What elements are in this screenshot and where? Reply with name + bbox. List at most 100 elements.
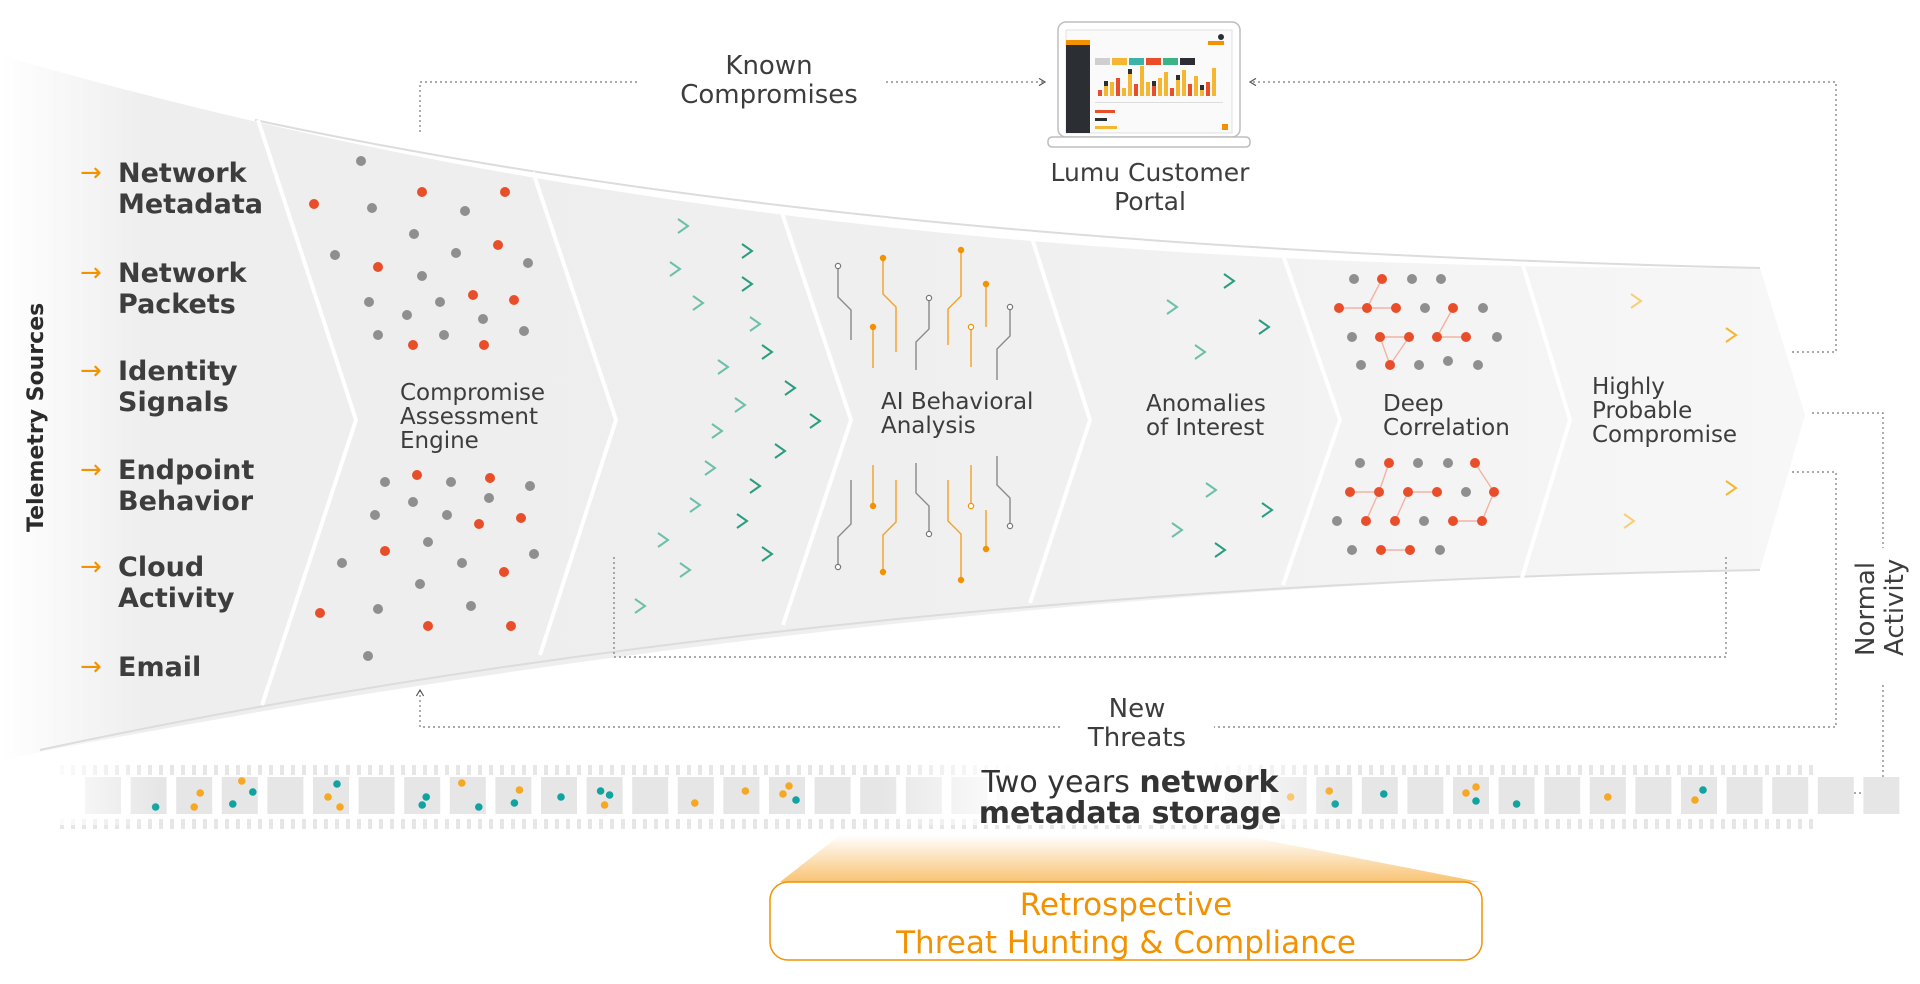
strip-perforation xyxy=(599,765,603,775)
circuit-trace xyxy=(947,250,962,345)
compromise-arrows xyxy=(1530,293,1738,529)
stage-title-correlation: Deep Correlation xyxy=(1383,392,1510,440)
strip-perforation xyxy=(1545,819,1549,829)
strip-perforation xyxy=(291,765,295,775)
storage-frame xyxy=(723,777,760,814)
strip-perforation xyxy=(742,819,746,829)
strip-perforation xyxy=(1468,765,1472,775)
correlation-node xyxy=(1404,332,1414,342)
circuit-node xyxy=(957,246,965,254)
strip-perforation xyxy=(1710,819,1714,829)
normal-activity-line xyxy=(1812,412,1884,548)
flow-arrow-head xyxy=(761,546,774,562)
storage-frame xyxy=(1681,777,1717,814)
data-dot xyxy=(417,271,427,281)
storage-frame xyxy=(1453,777,1489,814)
stage-title-line: Deep xyxy=(1383,391,1444,417)
mini-chart-bar xyxy=(1158,78,1162,96)
flow-label-line: Compromises xyxy=(680,80,858,110)
strip-perforation xyxy=(852,765,856,775)
storage-event-dot xyxy=(1472,783,1480,791)
strip-perforation xyxy=(1413,819,1417,829)
strip-perforation xyxy=(1501,819,1505,829)
flow-arrow-head xyxy=(704,460,717,476)
retro-label[interactable]: Retrospective Threat Hunting & Complianc… xyxy=(770,886,1482,962)
strip-perforation xyxy=(1655,819,1659,829)
strip-perforation xyxy=(698,765,702,775)
flow-arrow-head xyxy=(692,295,705,311)
strip-perforation xyxy=(577,765,581,775)
flow-arrow-head xyxy=(736,513,749,529)
storage-frame xyxy=(1361,777,1398,814)
strip-perforation xyxy=(1699,819,1703,829)
data-dot xyxy=(373,330,383,340)
correlation-edge xyxy=(1378,462,1390,493)
strip-perforation xyxy=(1622,765,1626,775)
data-dot xyxy=(423,537,433,547)
strip-perforation xyxy=(819,765,823,775)
storage-frame xyxy=(632,777,669,814)
correlation-edge xyxy=(1389,336,1410,366)
strip-perforation xyxy=(522,819,526,829)
strip-perforation xyxy=(302,819,306,829)
strip-perforation xyxy=(258,765,262,775)
strip-perforation xyxy=(830,765,834,775)
circuit-node xyxy=(925,530,933,538)
strip-perforation xyxy=(456,819,460,829)
strip-perforation xyxy=(456,765,460,775)
strip-perforation xyxy=(445,765,449,775)
data-dot xyxy=(356,156,366,166)
strip-perforation xyxy=(676,819,680,829)
strip-perforation xyxy=(874,765,878,775)
strip-perforation xyxy=(1578,819,1582,829)
strip-perforation xyxy=(1490,765,1494,775)
circuit-node xyxy=(834,563,842,571)
storage-event-dot xyxy=(1472,797,1480,805)
strip-perforation xyxy=(863,819,867,829)
storage-event-dot xyxy=(418,801,427,809)
correlation-edge xyxy=(1365,491,1380,522)
correlation-node xyxy=(1362,303,1372,313)
strip-perforation xyxy=(445,819,449,829)
data-dot xyxy=(457,558,467,568)
strip-perforation xyxy=(379,765,383,775)
flow-arrow-head xyxy=(1205,482,1218,498)
strip-perforation xyxy=(654,765,658,775)
strip-perforation xyxy=(159,819,163,829)
portal-laptop-icon[interactable] xyxy=(1047,21,1251,148)
flow-arrow-head xyxy=(749,316,762,332)
data-dot xyxy=(330,250,340,260)
strip-perforation xyxy=(1358,765,1362,775)
storage-event-dot xyxy=(792,796,800,804)
data-dot xyxy=(519,326,529,336)
storage-event-dot xyxy=(422,793,431,801)
correlation-node xyxy=(1376,545,1386,555)
data-dot xyxy=(364,297,374,307)
strip-perforation xyxy=(588,819,592,829)
mini-chart-bar xyxy=(1188,84,1192,96)
data-dot xyxy=(412,470,422,480)
strip-perforation xyxy=(368,765,372,775)
correlation-node xyxy=(1419,516,1429,526)
strip-perforation xyxy=(390,765,394,775)
strip-perforation xyxy=(203,819,207,829)
mini-chart-bar-cap xyxy=(1152,81,1156,86)
storage-event-dot xyxy=(691,799,699,807)
strip-perforation xyxy=(665,765,669,775)
strip-perforation xyxy=(1589,819,1593,829)
correlation-edge xyxy=(1366,278,1383,309)
circuit-node xyxy=(834,262,842,270)
data-dot xyxy=(409,229,419,239)
strip-perforation xyxy=(1589,765,1593,775)
strip-perforation xyxy=(566,819,570,829)
retro-box[interactable] xyxy=(769,881,1483,961)
strip-perforation xyxy=(401,765,405,775)
source-line: Endpoint xyxy=(118,455,255,486)
correlation-node xyxy=(1478,303,1488,313)
mini-chart-bar xyxy=(1146,82,1150,96)
strip-perforation xyxy=(511,819,515,829)
flow-arrow-head xyxy=(1725,327,1738,343)
